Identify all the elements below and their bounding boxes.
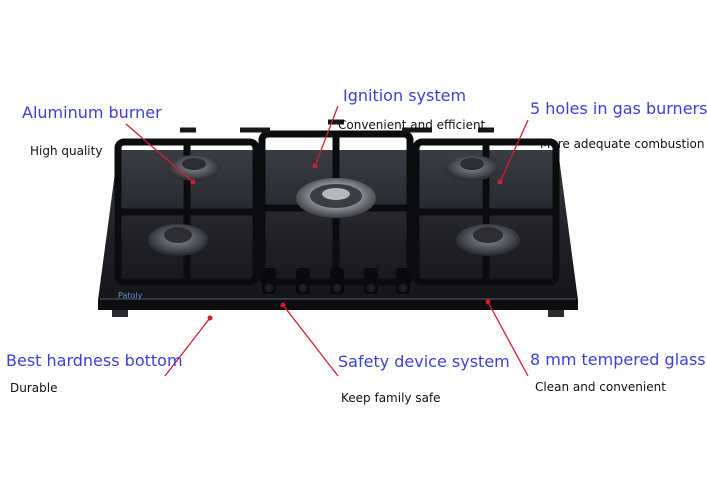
callout-line-gas-holes: [499, 119, 529, 183]
burner-front-left: [148, 224, 208, 256]
knob-3[interactable]: [330, 268, 344, 294]
callout-line-glass: [487, 301, 529, 377]
brand-logo: Patoly: [118, 291, 143, 300]
feature-title-gas-burner-holes: 5 holes in gas burners: [530, 99, 707, 118]
feature-title-ignition-system: Ignition system: [343, 86, 467, 105]
feature-title-safety-device: Safety device system: [338, 352, 510, 371]
burner-front-right: [456, 224, 520, 256]
feature-subtitle-hardness-bottom: Durable: [10, 381, 58, 395]
feature-title-tempered-glass: 8 mm tempered glass: [530, 350, 706, 369]
callout-line-ignition: [314, 105, 339, 167]
control-knobs: [262, 268, 410, 294]
feature-subtitle-ignition-system: Convenient and efficient: [338, 118, 486, 132]
knob-2[interactable]: [296, 268, 310, 294]
callout-line-safety: [282, 304, 339, 377]
wok-burner-center: [296, 178, 376, 218]
feature-title-hardness-bottom: Best hardness bottom: [6, 351, 183, 370]
knob-1[interactable]: [262, 268, 276, 294]
callout-dots: [190, 163, 503, 321]
feature-subtitle-gas-burner-holes: More adequate combustion: [540, 137, 705, 151]
callout-line-aluminum: [125, 123, 194, 183]
knob-4[interactable]: [364, 268, 378, 294]
feature-subtitle-tempered-glass: Clean and convenient: [535, 380, 666, 394]
callout-line-hardness: [164, 317, 211, 377]
knob-5[interactable]: [396, 268, 410, 294]
feature-subtitle-safety-device: Keep family safe: [341, 391, 441, 405]
feature-subtitle-aluminum-burner: High quality: [30, 144, 103, 158]
feature-title-aluminum-burner: Aluminum burner: [22, 103, 162, 122]
burner-back-right: [446, 155, 498, 181]
burner-back-left: [168, 155, 220, 181]
callout-lines: [125, 105, 529, 377]
